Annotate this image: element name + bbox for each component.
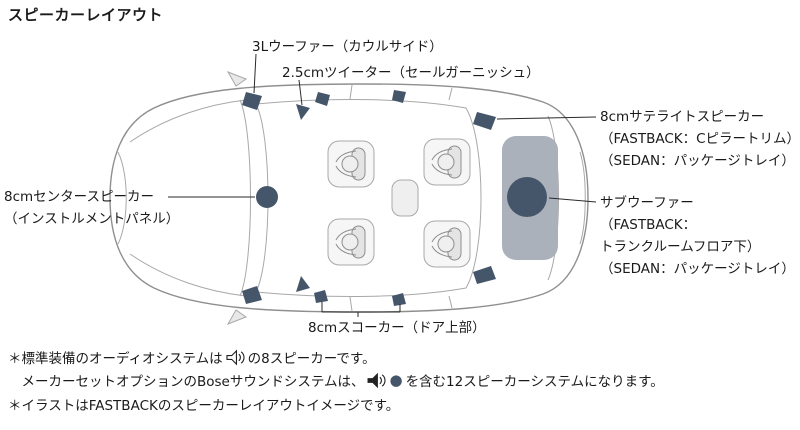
footnote-3-text: ＊イラストはFASTBACKのスピーカーレイアウトイメージです。 — [8, 398, 400, 414]
woofer-3l-marker-bottom — [242, 286, 262, 304]
squawker-marker-front-top — [315, 92, 330, 106]
label-center-speaker: 8cmセンタースピーカー （インストルメントパネル） — [4, 186, 179, 230]
seat-rear-right — [423, 220, 471, 268]
footnote-1-text-after: の8スピーカーです。 — [247, 351, 376, 367]
car-body-details — [117, 71, 586, 325]
seat-rear-left — [423, 138, 471, 186]
label-subwoofer-line2: （FASTBACK： — [600, 217, 697, 233]
speaker-icon-filled — [367, 372, 387, 388]
squawker-marker-rear-bottom — [392, 293, 406, 306]
page-title: スピーカーレイアウト — [8, 6, 164, 24]
satellite-speaker-marker-top — [473, 112, 496, 130]
seat-front-passenger — [327, 218, 375, 266]
speaker-icon — [226, 349, 245, 365]
subwoofer-marker — [507, 177, 547, 217]
callout-lines — [168, 53, 597, 317]
callout-tweeter — [298, 79, 303, 106]
satellite-speaker-marker-bottom — [473, 266, 496, 284]
label-subwoofer-line1: サブウーファー — [600, 195, 694, 211]
center-speaker-marker — [256, 186, 278, 208]
label-subwoofer: サブウーファー （FASTBACK： トランクルームフロア下） （SEDAN：パ… — [600, 192, 795, 280]
callout-satellite — [496, 116, 597, 120]
footnote-1-text: ＊標準装備のオーディオシステムは — [8, 351, 223, 367]
callout-subwoofer — [548, 197, 597, 203]
tweeter-marker-bottom — [296, 276, 310, 292]
footnote-3: ＊イラストはFASTBACKのスピーカーレイアウトイメージです。 — [8, 394, 399, 414]
label-satellite-line3: （SEDAN：パッケージトレイ） — [600, 153, 795, 169]
label-satellite-line2: （FASTBACK：Cピラートリム） — [600, 131, 800, 147]
seat-driver — [327, 140, 375, 188]
footnote-2-text: メーカーセットオプションのBoseサウンドシステムは、 — [8, 374, 365, 390]
label-3l-woofer: 3Lウーファー（カウルサイド） — [252, 39, 443, 55]
woofer-3l-marker-top — [242, 92, 262, 110]
label-subwoofer-line4: （SEDAN：パッケージトレイ） — [600, 261, 795, 277]
subwoofer-dot-icon: ● — [389, 370, 403, 389]
footnote-2: メーカーセットオプションのBoseサウンドシステムは、 ● を含む12スピーカー… — [8, 370, 664, 390]
callout-woofer-3l — [253, 53, 257, 94]
label-center-line2: （インストルメントパネル） — [4, 211, 180, 227]
label-tweeter: 2.5cmツイーター（セールガーニッシュ） — [282, 65, 540, 81]
squawker-marker-front-bottom — [314, 290, 328, 303]
label-center-line1: 8cmセンタースピーカー — [4, 189, 154, 205]
squawker-marker-rear-top — [392, 90, 406, 103]
label-satellite-line1: 8cmサテライトスピーカー — [600, 109, 765, 125]
label-squawker: 8cmスコーカー（ドア上部） — [308, 320, 486, 336]
tweeter-marker-top — [296, 104, 310, 120]
footnote-1: ＊標準装備のオーディオシステムは の8スピーカーです。 — [8, 347, 376, 367]
footnote-2-text-after: を含む12スピーカーシステムになります。 — [405, 374, 664, 390]
label-satellite-speaker: 8cmサテライトスピーカー （FASTBACK：Cピラートリム） （SEDAN：… — [600, 106, 800, 172]
callout-squawker-bracket — [321, 302, 401, 317]
label-subwoofer-line3: トランクルームフロア下） — [600, 239, 761, 255]
